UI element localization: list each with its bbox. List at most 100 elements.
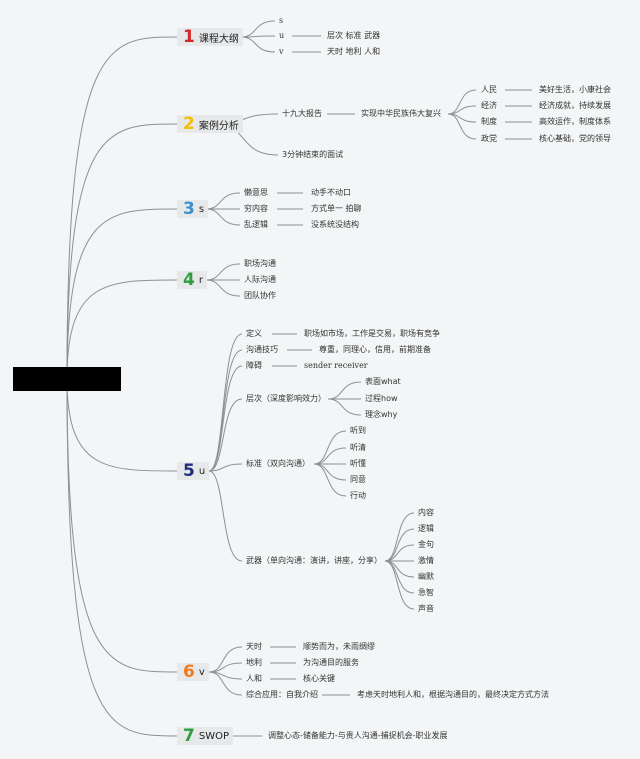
node-s[interactable]: s [279,16,284,25]
node-career-path[interactable]: 调整心态-储备能力-与贵人沟通-捕捉机会-职业发展 [268,731,448,740]
node-definition-detail[interactable]: 职场如市场，工作是交易，职场有竞争 [304,329,440,338]
branch-t5-levels-2 [327,398,362,416]
topic-5-number: 5 [183,461,195,481]
node-skills-detail[interactable]: 尊重，同理心，信用，前期准备 [319,345,431,354]
node-weapon-passion[interactable]: 激情 [418,556,434,565]
node-standard-act[interactable]: 行动 [350,491,366,500]
branch-t5-2 [208,365,243,472]
node-levels[interactable]: 层次（深度影响效力） [246,394,326,403]
topic-4-label: r [198,274,203,286]
branch-t3-0 [205,192,241,210]
node-timing[interactable]: 天时 [246,642,262,651]
topic-5-label: u [198,465,206,477]
node-weapon-logic[interactable]: 逻辑 [418,524,434,533]
node-poor-content[interactable]: 穷内容 [244,204,268,213]
node-definition[interactable]: 定义 [246,329,262,338]
node-economy[interactable]: 经济 [481,101,497,110]
node-economy-detail[interactable]: 经济成就，持续发展 [539,101,611,110]
node-v[interactable]: v [279,47,284,56]
node-standard-understand[interactable]: 听懂 [350,459,366,468]
topic-3-label: s [198,203,205,215]
node-party-detail[interactable]: 核心基础，党的领导 [539,134,611,143]
node-timing-detail[interactable]: 顺势而为，未雨绸缪 [303,642,375,651]
branch-t5-weapons-1 [384,528,415,562]
branch-root-to-topic-1 [66,36,178,380]
branch-t6-3 [208,671,243,696]
node-workplace[interactable]: 职场沟通 [244,259,276,268]
node-standard-agree[interactable]: 同意 [350,475,366,484]
node-level-how[interactable]: 过程how [365,394,398,403]
node-level-what[interactable]: 表面what [365,377,401,386]
topic-6-node[interactable]: 6 v [177,663,209,681]
topic-4-number: 4 [183,270,195,290]
node-level-why[interactable]: 理念why [365,410,398,419]
node-barrier[interactable]: 障碍 [246,361,262,370]
topic-7-number: 7 [183,726,195,746]
node-self-intro[interactable]: 综合应用：自我介绍 [246,690,318,699]
branch-t5-levels-0 [327,381,362,400]
root-node-redacted[interactable] [13,367,121,391]
branch-t2-r3 [447,113,477,140]
branch-root-to-topic-2 [66,123,178,380]
node-weapon-humor[interactable]: 幽默 [418,572,434,581]
branch-t5-standard-1 [313,447,347,465]
node-v-detail[interactable]: 天时 地利 人和 [327,47,381,56]
node-interview[interactable]: 3分钟结束的面试 [282,150,344,159]
node-skills[interactable]: 沟通技巧 [246,345,278,354]
node-weapon-wit[interactable]: 急智 [418,588,434,597]
node-u-detail[interactable]: 层次 标准 武器 [327,31,381,40]
node-revival[interactable]: 实现中华民族伟大复兴 [361,109,441,118]
node-poor-content-detail[interactable]: 方式单一 拍聊 [311,204,362,213]
branch-t1-2 [240,36,276,53]
topic-1-number: 1 [183,27,195,47]
topic-5-node[interactable]: 5 u [177,461,210,481]
topic-1-node[interactable]: 1 课程大纲 [177,28,243,46]
branch-t5-standard-3 [313,463,347,481]
branch-t5-standard-0 [313,430,347,465]
branch-t4-0 [205,263,241,281]
node-weapon-voice[interactable]: 声音 [418,604,434,613]
node-lazy-detail[interactable]: 动手不动口 [311,188,351,197]
topic-6-label: v [198,666,205,678]
node-standard[interactable]: 标准（双向沟通） [246,459,310,468]
node-u[interactable]: u [279,31,285,40]
topic-7-node[interactable]: 7 SWOP [177,727,233,745]
node-barrier-detail[interactable]: sender receiver [304,361,368,370]
topic-3-node[interactable]: 3 s [177,200,209,218]
node-place-detail[interactable]: 为沟通目的服务 [303,658,359,667]
node-self-intro-detail[interactable]: 考虑天时地利人和，根据沟通目的，最终决定方式方法 [357,690,549,699]
node-lazy[interactable]: 懒意思 [244,188,268,197]
node-teamwork[interactable]: 团队协作 [244,291,276,300]
node-standard-hear[interactable]: 听到 [350,426,366,435]
node-standard-clear[interactable]: 听清 [350,443,366,452]
topic-4-node[interactable]: 4 r [177,271,207,289]
node-system[interactable]: 制度 [481,117,497,126]
node-people[interactable]: 人民 [481,85,497,94]
node-party[interactable]: 政党 [481,134,497,143]
node-report[interactable]: 十九大报告 [282,109,322,118]
node-messy-logic[interactable]: 乱逻辑 [244,220,268,229]
node-people-detail[interactable]: 美好生活，小康社会 [539,85,611,94]
node-harmony[interactable]: 人和 [246,674,262,683]
node-system-detail[interactable]: 高效运作，制度体系 [539,117,611,126]
topic-1-label: 课程大纲 [198,33,239,45]
branch-t5-weapons-0 [384,512,415,562]
branch-root-to-topic-6 [66,378,178,673]
topic-2-node[interactable]: 2 案例分析 [177,115,243,133]
branch-t5-1 [208,349,243,472]
node-place[interactable]: 地利 [246,658,262,667]
node-weapons[interactable]: 武器（单向沟通：演讲，讲座，分享） [246,556,382,565]
node-interpersonal[interactable]: 人际沟通 [244,275,276,284]
branch-t1-0 [240,20,276,38]
topic-2-label: 案例分析 [198,120,239,132]
branch-t3-2 [205,208,241,226]
node-harmony-detail[interactable]: 核心关键 [303,674,335,683]
node-messy-logic-detail[interactable]: 没系统没结构 [311,220,359,229]
node-weapon-quote[interactable]: 金句 [418,540,434,549]
topic-6-number: 6 [183,662,195,682]
branch-root-to-topic-7 [66,378,178,737]
branch-t5-5 [208,470,243,562]
node-weapon-content[interactable]: 内容 [418,508,434,517]
